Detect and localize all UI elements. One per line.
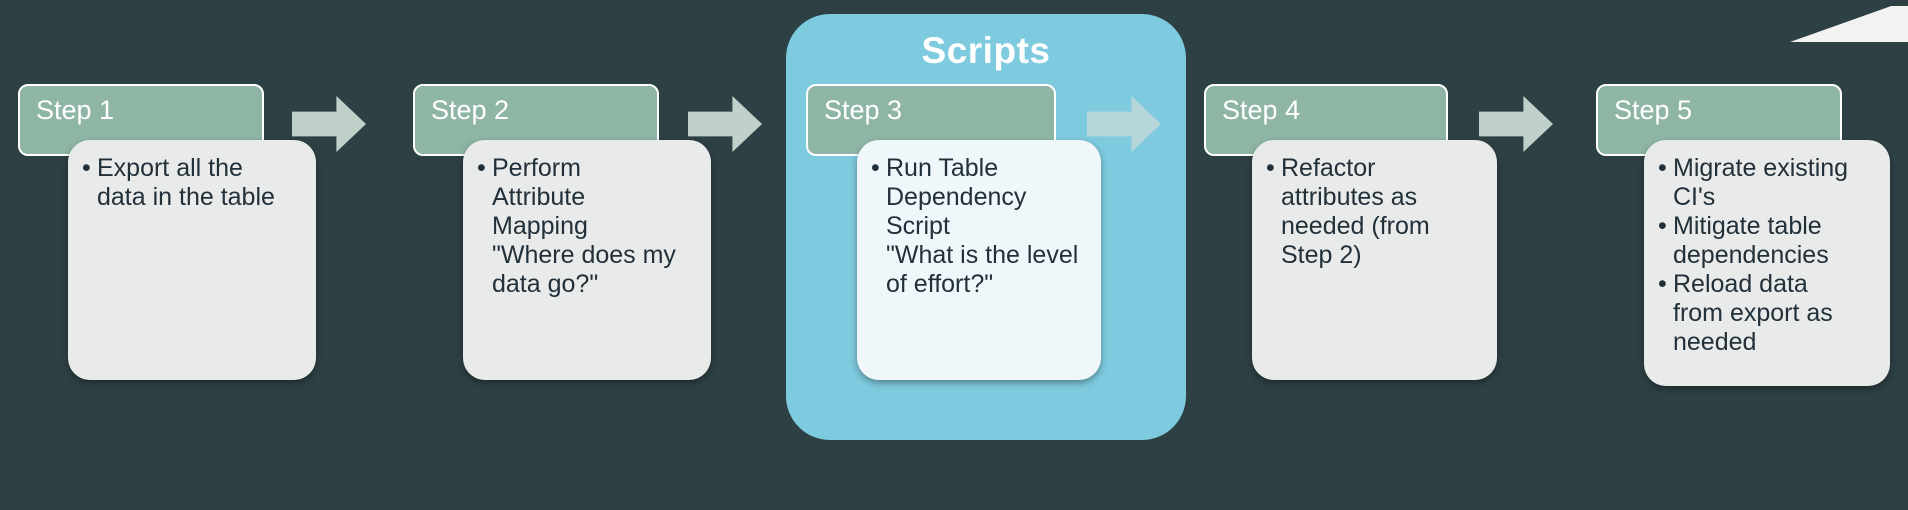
bullet-item: Migrate existing CI's (1658, 154, 1874, 212)
corner-wedge-decoration (1790, 0, 1908, 42)
scripts-highlight-label: Scripts (921, 30, 1051, 71)
bullet-item: Mitigate table dependencies (1658, 212, 1874, 270)
bullet-item: Export all the data in the table (82, 154, 300, 212)
step-2-bullet-list: Perform Attribute Mapping "Where does my… (477, 154, 695, 299)
step-5-bullet-list: Migrate existing CI'sMitigate table depe… (1658, 154, 1874, 357)
step-5-card: Migrate existing CI'sMitigate table depe… (1644, 140, 1890, 386)
flow-arrow-4 (1479, 96, 1553, 152)
bullet-item: Run Table Dependency Script "What is the… (871, 154, 1085, 299)
step-4-bullet-list: Refactor attributes as needed (from Step… (1266, 154, 1481, 270)
step-1-bullet-list: Export all the data in the table (82, 154, 300, 212)
bullet-item: Perform Attribute Mapping "Where does my… (477, 154, 695, 299)
step-1-card: Export all the data in the table (68, 140, 316, 380)
step-4-card: Refactor attributes as needed (from Step… (1252, 140, 1497, 380)
bullet-item: Refactor attributes as needed (from Step… (1266, 154, 1481, 270)
step-3-card: Run Table Dependency Script "What is the… (857, 140, 1101, 380)
bullet-item: Reload data from export as needed (1658, 270, 1874, 357)
corner-wedge-top-strip (1790, 0, 1908, 6)
step-2-card: Perform Attribute Mapping "Where does my… (463, 140, 711, 380)
step-3-bullet-list: Run Table Dependency Script "What is the… (871, 154, 1085, 299)
